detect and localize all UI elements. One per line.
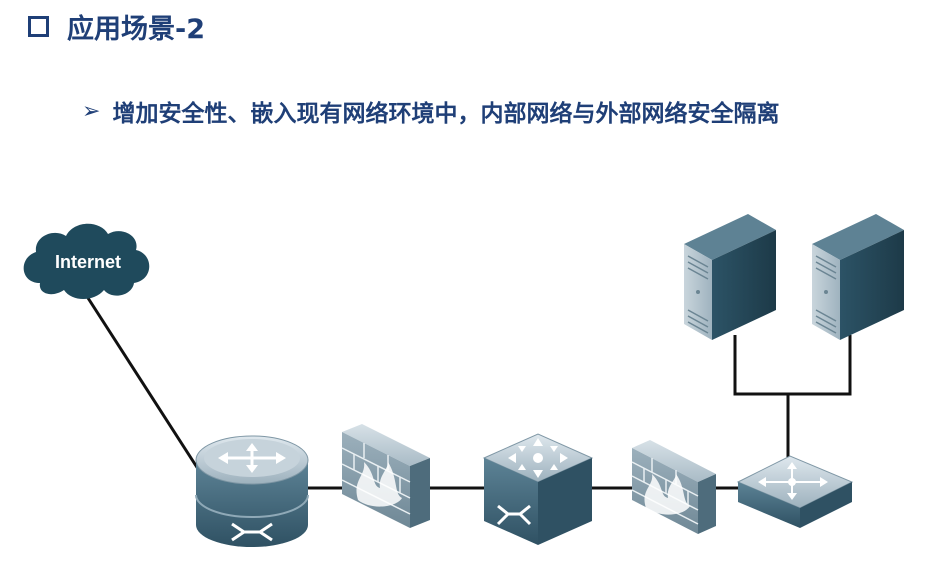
firewall-icon	[632, 440, 716, 534]
router-icon	[196, 436, 308, 547]
access-switch-icon	[738, 456, 852, 528]
server-icon	[812, 214, 904, 340]
internet-cloud-icon: Internet	[24, 224, 150, 299]
server-icon	[684, 214, 776, 340]
cloud-label: Internet	[55, 252, 121, 272]
core-switch-icon	[484, 434, 592, 545]
link-internet-router	[88, 298, 200, 472]
firewall-icon	[342, 424, 430, 528]
link-server-bus	[735, 335, 850, 394]
